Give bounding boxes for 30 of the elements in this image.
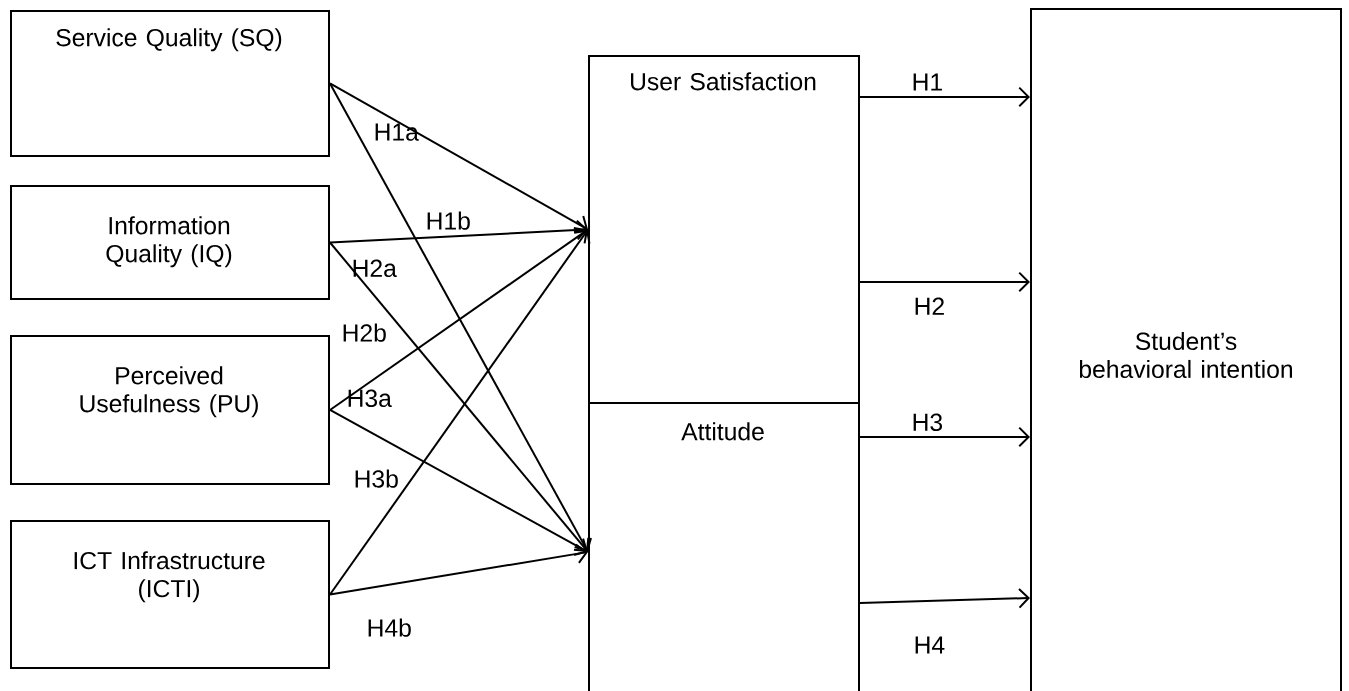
- arrow: [329, 543, 588, 596]
- edge-label: H1b: [427, 211, 470, 230]
- arrow: [329, 219, 588, 244]
- edge-label: H1: [913, 73, 942, 91]
- edge-label: H3a: [348, 389, 392, 408]
- arrow: [329, 82, 592, 552]
- arrow: [329, 82, 588, 234]
- arrow: [329, 229, 591, 596]
- arrow: [329, 227, 588, 411]
- edge-label: H1a: [375, 123, 419, 141]
- box: Attitude: [588, 402, 860, 691]
- box: Perceived Usefulness (PU): [10, 335, 330, 485]
- arrow: [329, 241, 590, 552]
- edge-label: H4: [915, 636, 945, 654]
- edge-label: H3: [913, 413, 943, 432]
- box: ICT Infrastructure (ICTI): [10, 520, 330, 669]
- edge-label: H4b: [368, 618, 411, 637]
- arrow: [859, 588, 1030, 609]
- arrow: [859, 86, 1030, 108]
- arrow: [859, 271, 1030, 293]
- edge-label: H2: [915, 297, 944, 315]
- box: Information Quality (IQ): [10, 185, 330, 300]
- box: User Satisfaction: [588, 55, 860, 404]
- edge-label: H2a: [353, 259, 397, 278]
- box: Student’s behavioral intention: [1030, 8, 1342, 691]
- arrow: [329, 409, 588, 556]
- box: Service Quality (SQ): [10, 10, 330, 157]
- arrow: [859, 426, 1030, 448]
- edge-label: H3b: [355, 469, 398, 488]
- edge-label: H2b: [343, 323, 386, 342]
